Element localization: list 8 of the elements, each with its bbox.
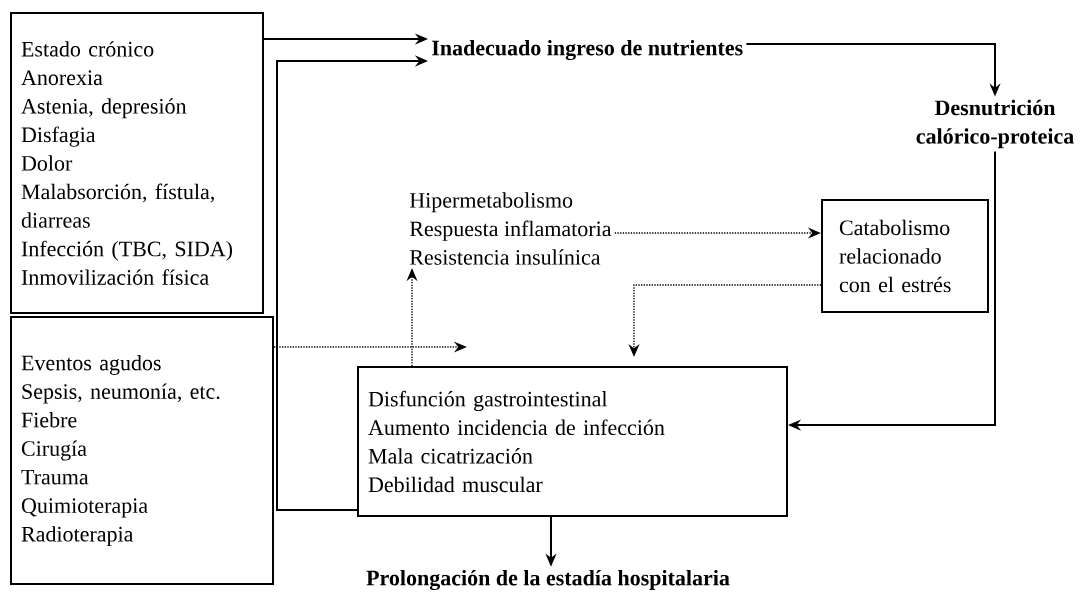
outcome-label: Prolongación de la estadía hospitalaria — [366, 569, 730, 591]
process-box: Catabolismo relacionado con el estrés — [821, 199, 989, 313]
consequence-box: Disfunción gastrointestinal Aumento incidencia de infección Mala cicatrización Debilidad muscular — [357, 366, 788, 517]
outcome-label: Desnutrición calórico-proteica — [916, 99, 1074, 149]
factor-list-box: Estado crónico Anorexia Astenia, depresión Disfagia Dolor Malabsorción, fístula, diarreas Infección (TBC, SIDA) Inmovilización física — [10, 12, 264, 314]
outcome-label: Inadecuado ingreso de nutrientes — [432, 39, 743, 61]
factor-list-text: Hipermetabolismo Respuesta inflamatoria Resistencia insulínica — [409, 192, 612, 265]
factor-list-box: Eventos agudos Sepsis, neumonía, etc. Fiebre Cirugía Trauma Quimioterapia Radioterapia — [10, 316, 274, 585]
